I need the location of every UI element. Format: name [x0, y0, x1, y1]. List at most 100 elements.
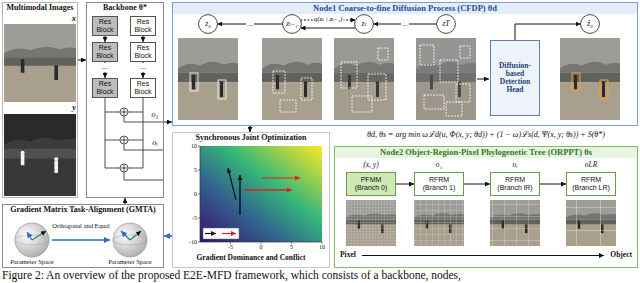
text-label: 0: [194, 191, 197, 198]
noise-overlay: [416, 38, 476, 120]
alignment-arrow: [52, 239, 110, 241]
node-label: ẑ₀: [587, 20, 593, 28]
node-heading: Node1 Coarse-to-fine Diffusion Process (…: [173, 3, 637, 14]
node-label: Res Block: [94, 80, 116, 95]
figure-caption: Figure 2: An overview of the proposed E2…: [2, 270, 461, 282]
proposal-boxes: [190, 45, 470, 116]
node-heading: Node2 Object-Region-Pixel Phylogenetic T…: [335, 147, 637, 158]
latent-circle: zₜ: [354, 14, 374, 34]
text-label: 10: [191, 143, 197, 150]
gradient-vector: [121, 231, 130, 240]
loss-heatmap: [200, 146, 322, 242]
text-label: θd, θs = arg min ωℒd(u, Φ(x, y; θd)) + (…: [367, 131, 605, 140]
feature-arrow: [477, 79, 489, 80]
box: [273, 71, 285, 93]
parameter-sphere: [15, 223, 49, 257]
sum-nodes: [120, 108, 128, 172]
connector: [396, 184, 414, 185]
box: [440, 60, 458, 82]
text-label: -10: [189, 239, 197, 246]
text-label: oᵢ: [513, 161, 518, 169]
image-z0: [178, 38, 238, 120]
text-label: Parameter Space: [10, 258, 54, 265]
legend-sample: [205, 233, 216, 234]
node-heading: Gradient Matrix Task-Alignment (GMTA): [3, 205, 163, 216]
text-label: o₁: [152, 111, 159, 120]
visible-image: [4, 24, 76, 102]
image-zT: [416, 38, 476, 120]
image-zt-1: [262, 38, 322, 120]
input-panel: Multimodal Images: [2, 2, 78, 198]
res-block: Res Block: [92, 78, 118, 98]
box: [456, 84, 470, 102]
text-label: 5: [290, 244, 293, 251]
latent-circle: z₀: [198, 14, 218, 34]
optimization-panel: Synchronous Joint Optimization: [172, 132, 330, 268]
text-label: ...: [101, 63, 109, 72]
box: [460, 46, 470, 58]
box: [280, 100, 296, 112]
edge-label: q(zₜ | zₜ₋₁): [313, 16, 344, 24]
node-label: Res Block: [132, 80, 154, 95]
res-block: Res Block: [130, 78, 156, 98]
grid-image: [566, 200, 616, 246]
text-label: Pixel: [340, 251, 356, 259]
text-label: -5: [228, 244, 233, 251]
connector: [164, 235, 172, 237]
grid-image: [414, 200, 464, 246]
text-label: o₁: [436, 161, 442, 169]
text-label: 0: [260, 244, 263, 251]
tick-marks: [198, 146, 322, 244]
gradient-arrow: [239, 175, 240, 215]
box: [420, 45, 434, 65]
gradient-arrow: [245, 189, 292, 190]
box: [446, 102, 462, 116]
node-label: Diffusion-based Detection Head: [494, 62, 536, 95]
node-label: Res Block: [132, 44, 154, 59]
node-label: RFRM (Branch 1): [419, 176, 459, 191]
parameter-sphere: [113, 223, 147, 257]
res-block: Res Block: [92, 42, 118, 62]
region-grid: [414, 200, 464, 246]
circle-shape: [283, 15, 302, 34]
detections: [572, 73, 608, 99]
text-label: Object: [610, 251, 632, 259]
node-label: Res Block: [94, 18, 116, 33]
backbone-wiring: [105, 98, 163, 180]
text-label: Orthogonal and Equal: [52, 222, 109, 229]
connector: [78, 60, 86, 61]
branch-box: RFRM (Branch 1): [414, 172, 464, 196]
connector: [515, 24, 581, 40]
connector: [464, 184, 490, 185]
node-label: RFRM (Branch LR): [571, 176, 611, 191]
object-grid: [566, 200, 616, 246]
noise-overlay: [334, 38, 394, 120]
text-label: (x, y): [363, 161, 378, 169]
box: [378, 48, 388, 60]
text-label: Gradient Dominance and Conflict: [197, 254, 306, 262]
connector: [301, 28, 356, 29]
node-heading: Multimodal Images: [3, 3, 77, 14]
gradient-vector: [130, 231, 141, 240]
text-label: -5: [192, 215, 197, 222]
image-z0-hat: [560, 38, 620, 120]
box: [190, 73, 198, 91]
node-heading: Synchronous Joint Optimization: [173, 133, 329, 144]
box: [600, 80, 608, 99]
box: [352, 96, 372, 112]
latent-circle: zₜ₋₁: [282, 14, 302, 34]
text-label: ...: [139, 63, 147, 72]
text-label: 10: [319, 244, 325, 251]
circle-shape: [581, 15, 600, 34]
box: [572, 73, 580, 91]
text-label: oLR: [585, 161, 598, 169]
pixel-grid: [346, 200, 396, 246]
plus-sign: [121, 109, 127, 171]
node-label: RFRM (Branch lR): [495, 176, 535, 191]
latent-circle: ẑ₀: [580, 14, 600, 34]
box: [218, 80, 226, 99]
node-label: z₀: [205, 20, 211, 28]
text-label: x: [72, 14, 76, 23]
